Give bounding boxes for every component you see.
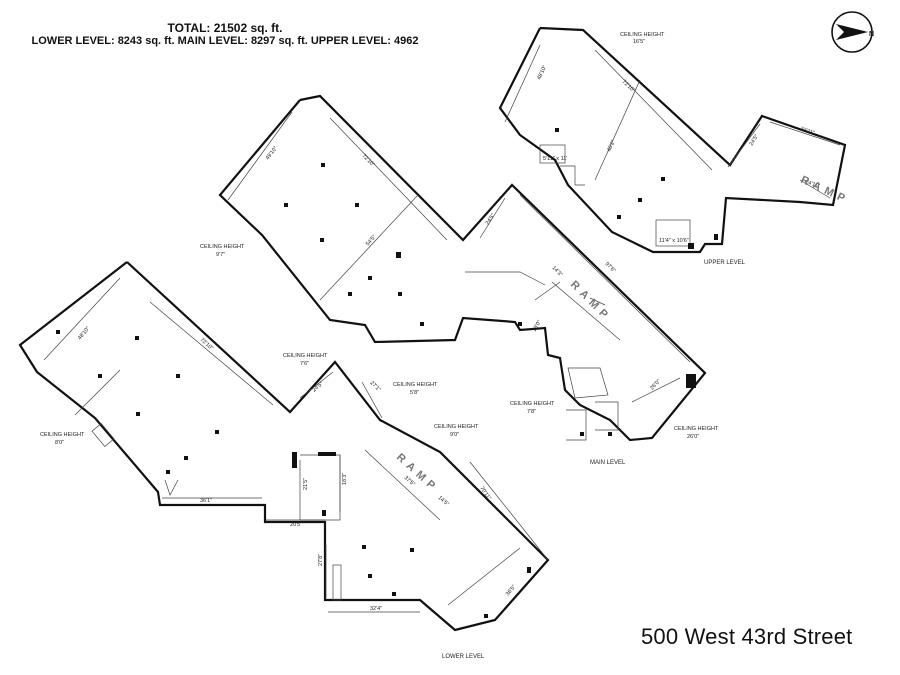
- main-ceiling-label-2: CEILING HEIGHT: [510, 401, 555, 407]
- upper-dim-4: 24'5": [749, 134, 761, 148]
- property-address: 500 West 43rd Street: [641, 624, 853, 649]
- lower-ceiling-label-3: CEILING HEIGHT: [393, 382, 438, 388]
- main-dim-2: 72'10": [361, 153, 376, 168]
- lower-ceiling-label-1: CEILING HEIGHT: [40, 432, 85, 438]
- main-level-plan: CEILING HEIGHT 9'7" CEILING HEIGHT 7'8" …: [200, 94, 719, 466]
- lower-dim-5: 36'1": [200, 498, 212, 504]
- upper-dim-3: 46'2": [606, 139, 617, 153]
- main-ceiling-label-3: CEILING HEIGHT: [674, 426, 719, 432]
- lower-ceiling-label-4: CEILING HEIGHT: [434, 424, 479, 430]
- main-ceiling-value-3: 26'0": [687, 434, 699, 440]
- main-ceiling-label-1: CEILING HEIGHT: [200, 244, 245, 250]
- total-area-title: TOTAL: 21502 sq. ft.: [167, 21, 283, 35]
- lower-ceiling-value-4: 9'0": [450, 432, 459, 438]
- compass-north-label: N: [869, 31, 874, 38]
- lower-dim-6: 21'5": [303, 478, 309, 490]
- upper-level-name: UPPER LEVEL: [704, 260, 746, 266]
- lower-level-walls: [18, 261, 550, 632]
- main-dim-8: 26'0": [649, 379, 662, 392]
- upper-room-dim-2: 11'4" x 10'6": [659, 238, 689, 244]
- main-dim-6: 14'3": [551, 265, 564, 278]
- upper-room-dim-1: 5'11" x 11': [543, 156, 567, 162]
- main-dim-4: 24'5": [485, 213, 497, 226]
- upper-ceiling-label: CEILING HEIGHT: [620, 32, 665, 38]
- lower-ceiling-label-2: CEILING HEIGHT: [283, 353, 328, 359]
- level-areas-subtitle: LOWER LEVEL: 8243 sq. ft. MAIN LEVEL: 82…: [31, 35, 419, 47]
- lower-dim-7: 18'3": [342, 473, 348, 485]
- lower-dim-3: 24'5": [311, 381, 324, 393]
- lower-dim-11: 14'5": [437, 495, 450, 508]
- main-ceiling-value-2: 7'8": [527, 409, 536, 415]
- lower-level-plan: CEILING HEIGHT 8'0" CEILING HEIGHT 7'6" …: [18, 261, 550, 660]
- lower-dim-9: 27'8": [318, 554, 324, 566]
- upper-level-walls: [498, 26, 847, 254]
- upper-dim-6: 24'11": [804, 179, 820, 189]
- upper-dim-2: 72'10": [621, 79, 636, 94]
- main-dim-5: 97'6": [604, 261, 617, 274]
- lower-ceiling-value-3: 5'8": [410, 390, 419, 396]
- main-dim-1: 49'10": [265, 145, 279, 161]
- upper-dim-5: 33'11": [799, 126, 815, 136]
- main-ceiling-value-1: 9'7": [216, 252, 225, 258]
- lower-dim-14: 32'4": [370, 606, 382, 612]
- lower-ceiling-value-1: 8'0": [55, 440, 64, 446]
- main-level-name: MAIN LEVEL: [590, 460, 626, 466]
- upper-dim-1: 48'10": [536, 64, 548, 80]
- lower-dim-4: 27'1": [369, 380, 382, 393]
- compass-icon: N: [831, 11, 874, 53]
- upper-ceiling-value: 16'5": [633, 39, 645, 45]
- lower-ceiling-value-2: 7'6": [300, 361, 309, 367]
- upper-level-plan: CEILING HEIGHT 16'5" 48'10" 72'10" 46'2"…: [498, 26, 851, 266]
- lower-ramp-label: RAMP: [394, 451, 441, 495]
- main-dim-7: 13'0": [532, 319, 543, 333]
- lower-level-name: LOWER LEVEL: [442, 654, 485, 660]
- lower-dim-1: 48'10": [77, 326, 91, 342]
- main-level-walls: [218, 94, 707, 442]
- lower-dim-8: 20'5": [290, 522, 302, 528]
